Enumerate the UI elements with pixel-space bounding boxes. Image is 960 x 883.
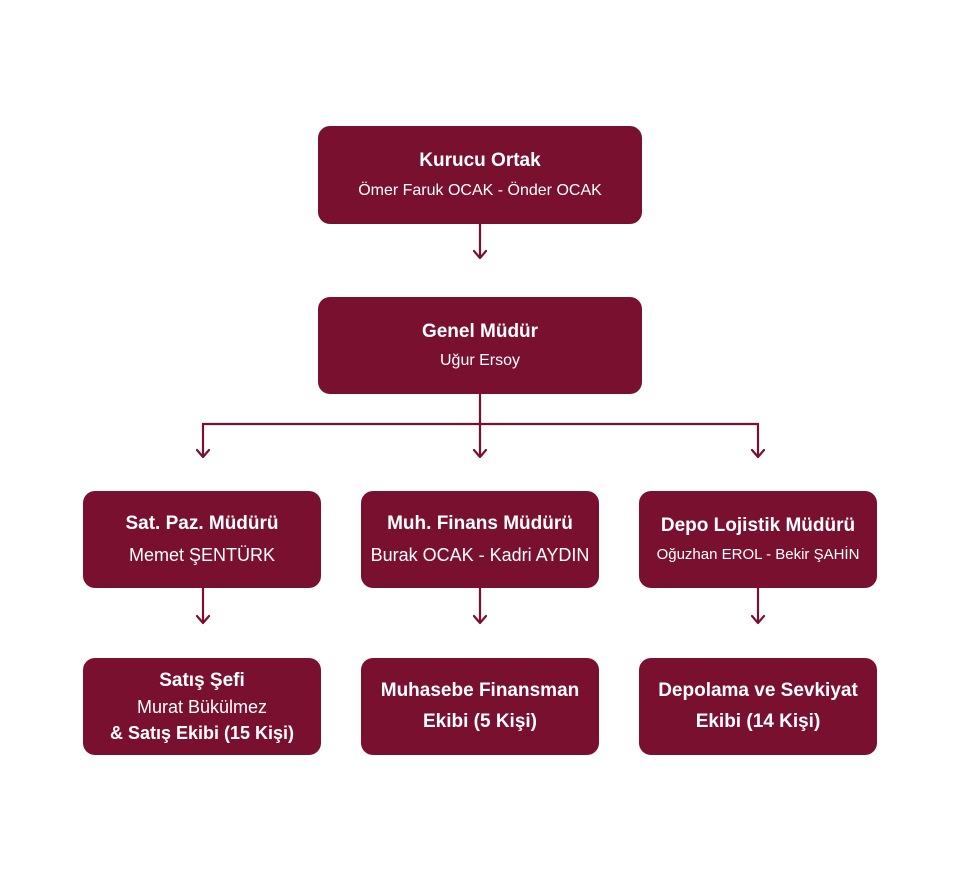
finance-manager-title: Muh. Finans Müdürü: [387, 513, 573, 535]
sales-team-size: & Satış Ekibi (15 Kişi): [109, 723, 295, 744]
logistics-manager-box: Depo Lojistik Müdürü Oğuzhan EROL - Beki…: [639, 491, 877, 588]
logistics-team-box: Depolama ve Sevkiyat Ekibi (14 Kişi): [639, 658, 877, 755]
sales-manager-title: Sat. Paz. Müdürü: [125, 513, 279, 535]
general-manager-title: Genel Müdür: [421, 320, 539, 342]
arrowhead-sales-team: [195, 614, 211, 625]
arrowhead-finance-manager: [472, 448, 488, 459]
sales-chief-name: Murat Bükülmez: [136, 697, 268, 718]
sales-manager-name: Memet ŞENTÜRK: [128, 545, 276, 566]
finance-team-line2: Ekibi (5 Kişi): [422, 710, 538, 732]
sales-team-title: Satış Şefi: [159, 669, 245, 691]
logistics-manager-names: Oğuzhan EROL - Bekir ŞAHİN: [656, 546, 860, 563]
finance-manager-box: Muh. Finans Müdürü Burak OCAK - Kadri AY…: [361, 491, 599, 588]
arrowhead-finance-team: [472, 614, 488, 625]
general-manager-name: Uğur Ersoy: [439, 352, 521, 370]
finance-manager-names: Burak OCAK - Kadri AYDIN: [370, 545, 590, 566]
founder-box: Kurucu Ortak Ömer Faruk OCAK - Önder OCA…: [318, 126, 642, 224]
general-manager-box: Genel Müdür Uğur Ersoy: [318, 297, 642, 394]
arrowhead-logistics-team: [750, 614, 766, 625]
sales-team-box: Satış Şefi Murat Bükülmez & Satış Ekibi …: [83, 658, 321, 755]
founder-title: Kurucu Ortak: [419, 150, 541, 172]
logistics-team-line1: Depolama ve Sevkiyat: [658, 680, 858, 702]
arrowhead-sales-manager: [195, 448, 211, 459]
logistics-team-line2: Ekibi (14 Kişi): [695, 710, 821, 732]
finance-team-line1: Muhasebe Finansman: [380, 680, 580, 702]
founder-names: Ömer Faruk OCAK - Önder OCAK: [358, 181, 602, 199]
arrowhead-logistics-manager: [750, 448, 766, 459]
finance-team-box: Muhasebe Finansman Ekibi (5 Kişi): [361, 658, 599, 755]
sales-manager-box: Sat. Paz. Müdürü Memet ŞENTÜRK: [83, 491, 321, 588]
arrowhead-founder-gm: [472, 249, 488, 260]
logistics-manager-title: Depo Lojistik Müdürü: [660, 515, 856, 537]
